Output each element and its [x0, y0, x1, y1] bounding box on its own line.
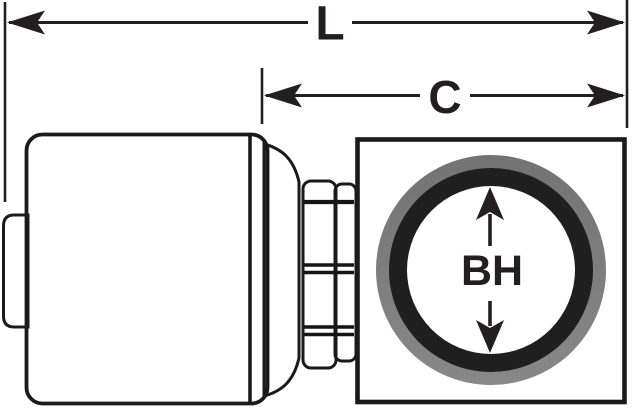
arrowhead-right-icon: [587, 83, 625, 108]
coupling-side-view: [2, 132, 358, 406]
arrowhead-left-icon: [264, 83, 302, 108]
taper-cone: [262, 142, 301, 398]
bore-height-arrows: [476, 187, 504, 353]
overall-length-label: L: [315, 0, 344, 51]
port-block: [355, 137, 627, 405]
bore-arrow-down-icon: [476, 320, 504, 353]
bore-arrow-up-icon: [476, 187, 504, 220]
dimension-cutoff-length: C: [260, 68, 625, 124]
dimension-overall-length: L: [3, 0, 629, 202]
bore-opening: [407, 186, 575, 354]
cutoff-length-label: C: [428, 71, 461, 123]
hex-collar-outer: [301, 179, 338, 370]
port-block-end-view: BH: [355, 137, 627, 405]
arrowhead-left-icon: [7, 10, 45, 35]
bore-height-label: BH: [461, 247, 523, 295]
arrowhead-right-icon: [587, 10, 625, 35]
hex-flat-lines: [304, 199, 354, 337]
ferrule-body: [24, 132, 270, 406]
hose-stem-nub: [2, 213, 30, 329]
